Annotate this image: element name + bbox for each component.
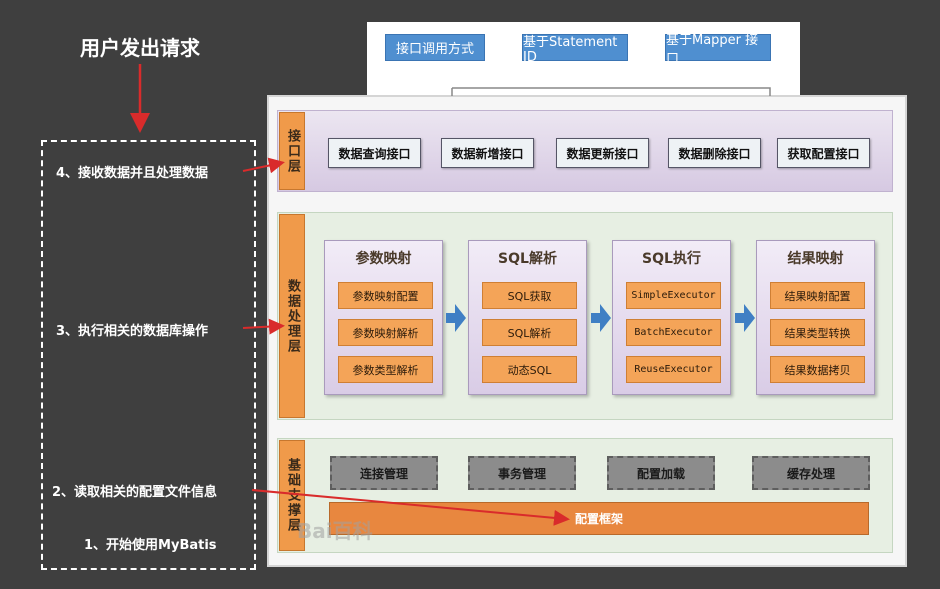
flow-arrow-1 [446,304,466,332]
cache-handling-box: 缓存处理 [752,456,870,490]
interface-layer-tag: 接口层 [279,112,305,190]
flow-arrow-2 [591,304,611,332]
group-title: SQL执行 [642,251,701,267]
api-connector-lines [451,87,771,96]
group-item: 结果类型转换 [770,319,865,346]
processing-layer-tag: 数据处理层 [279,214,305,418]
api-mode-mapper: 基于Mapper 接口 [665,33,771,67]
group-item: SQL解析 [482,319,577,346]
step-2-label: 2、读取相关的配置文件信息 [52,485,218,500]
group-item: 参数类型解析 [338,356,433,383]
group-item: SQL获取 [482,282,577,309]
step-1-label: 1、开始使用MyBatis [84,538,217,553]
delete-interface-box: 数据删除接口 [668,138,761,168]
page-title: 用户发出请求 [80,36,200,60]
transaction-management-box: 事务管理 [468,456,576,490]
group-item: 动态SQL [482,356,577,383]
steps-frame [41,140,256,570]
query-interface-box: 数据查询接口 [328,138,421,168]
step-3-arrow [242,318,285,335]
flow-arrow-3 [735,304,755,332]
step-4-arrow [242,157,285,174]
update-interface-box: 数据更新接口 [556,138,649,168]
step-4-label: 4、接收数据并且处理数据 [56,166,209,181]
step-2-arrow [251,489,570,526]
insert-interface-box: 数据新增接口 [441,138,534,168]
sql-parse-group: SQL解析 SQL获取 SQL解析 动态SQL [468,240,587,395]
group-item: ReuseExecutor [626,356,721,383]
config-interface-box: 获取配置接口 [777,138,870,168]
api-mode-statement-id: 基于Statement ID [522,34,628,65]
group-item: BatchExecutor [626,319,721,346]
group-item: 结果映射配置 [770,282,865,309]
group-item: 结果数据拷贝 [770,356,865,383]
sql-execute-group: SQL执行 SimpleExecutor BatchExecutor Reuse… [612,240,731,395]
config-loading-box: 配置加载 [607,456,715,490]
config-framework-bar: 配置框架 [329,502,869,535]
param-mapping-group: 参数映射 参数映射配置 参数映射解析 参数类型解析 [324,240,443,395]
baike-watermark: Bai百科 [297,519,373,543]
group-item: SimpleExecutor [626,282,721,309]
group-title: SQL解析 [498,251,557,267]
group-title: 参数映射 [355,251,412,267]
step-3-label: 3、执行相关的数据库操作 [56,324,209,339]
group-item: 参数映射配置 [338,282,433,309]
api-mode-interface-call: 接口调用方式 [385,34,485,61]
connection-management-box: 连接管理 [330,456,438,490]
group-title: 结果映射 [787,251,844,267]
group-item: 参数映射解析 [338,319,433,346]
result-mapping-group: 结果映射 结果映射配置 结果类型转换 结果数据拷贝 [756,240,875,395]
